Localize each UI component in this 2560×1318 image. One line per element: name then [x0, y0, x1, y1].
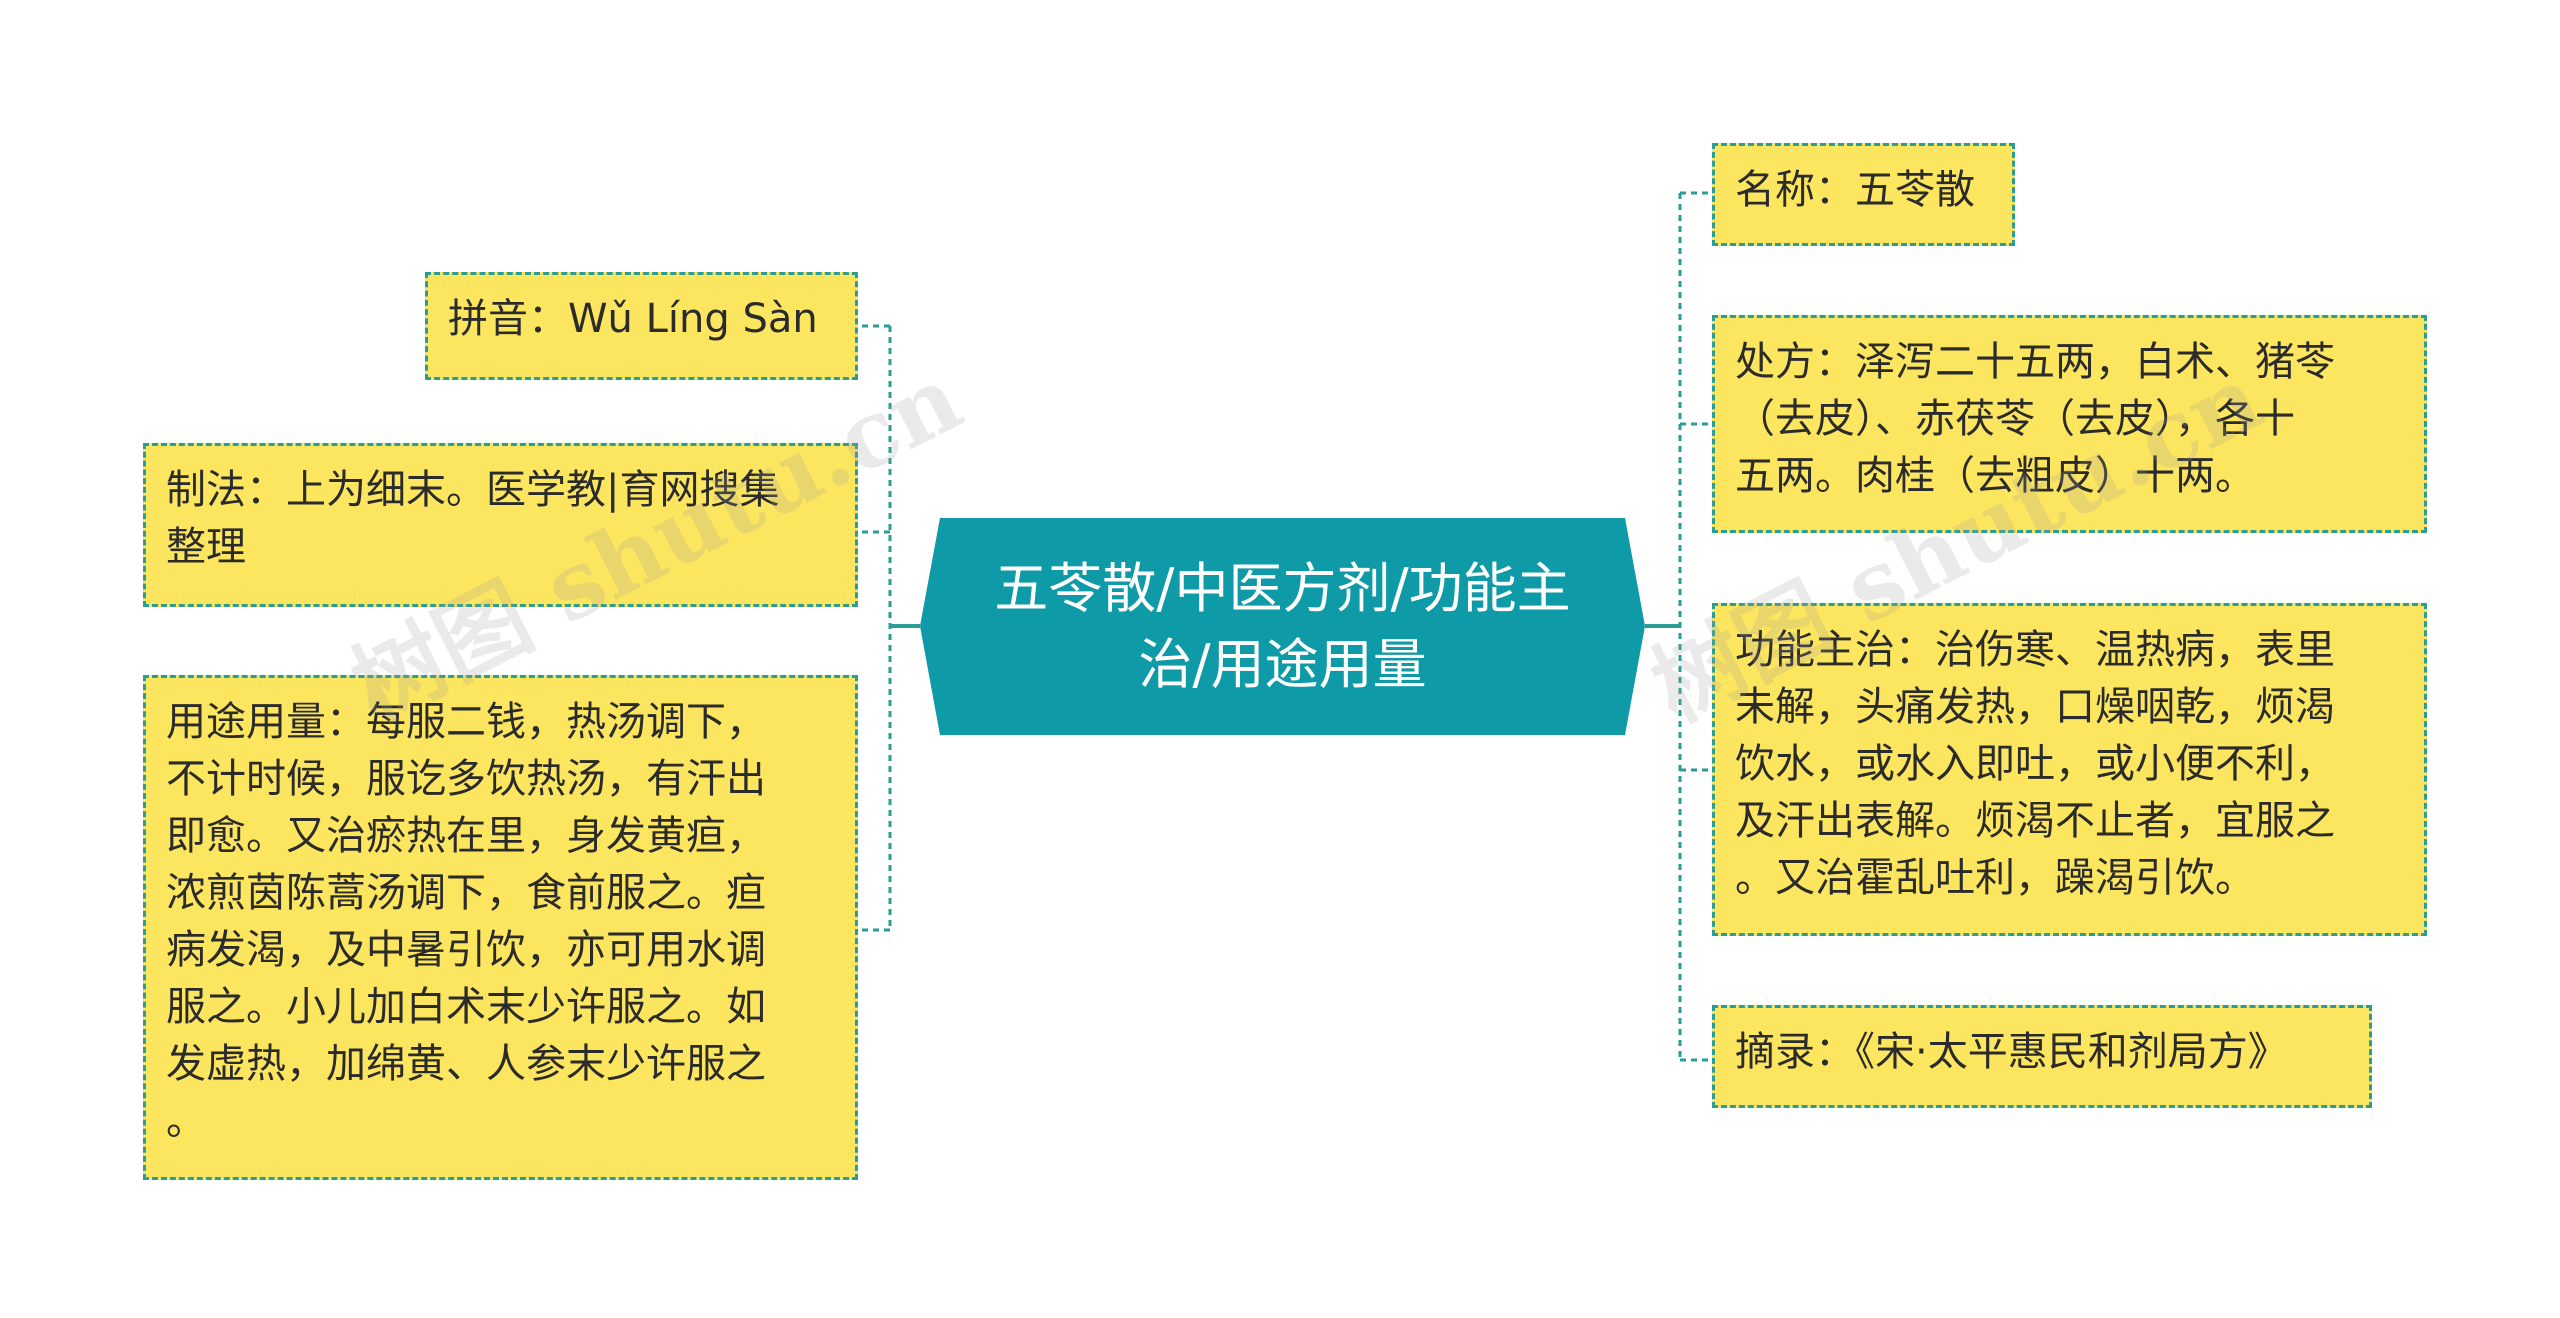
node-yongtu-line: 。	[166, 1098, 206, 1144]
node-zhifa-line: 制法：上为细末。医学教|育网搜集	[166, 467, 780, 513]
node-gongneng-line: 及汗出表解。烦渴不止者，宜服之	[1735, 798, 2335, 844]
node-yongtu-line: 用途用量：每服二钱，热汤调下，	[166, 699, 766, 745]
node-chufang-line: 五两。肉桂（去粗皮）十两。	[1735, 453, 2255, 499]
node-gongneng-line: 。又治霍乱吐利，躁渴引饮。	[1735, 855, 2255, 901]
node-yongtu-line: 浓煎茵陈蒿汤调下，食前服之。疸	[166, 870, 766, 916]
central-topic[interactable]: 五苓散/中医方剂/功能主 治/用途用量	[920, 518, 1645, 735]
node-chufang-line: （去皮）、赤茯苓（去皮），各十	[1735, 396, 2295, 442]
central-topic-text: 五苓散/中医方剂/功能主 治/用途用量	[960, 518, 1605, 735]
node-chufang-line: 处方：泽泻二十五两，白术、猪苓	[1735, 339, 2335, 385]
node-yongtu-line: 不计时候，服讫多饮热汤，有汗出	[166, 756, 766, 802]
central-topic-line-1: 五苓散/中医方剂/功能主	[994, 556, 1571, 620]
node-yongtu-line: 病发渴，及中暑引饮，亦可用水调	[166, 927, 766, 973]
node-pinyin[interactable]: 拼音：Wǔ Líng Sàn	[425, 272, 858, 380]
node-yongtu[interactable]: 用途用量：每服二钱，热汤调下， 不计时候，服讫多饮热汤，有汗出 即愈。又治瘀热在…	[143, 675, 858, 1180]
node-zhifa[interactable]: 制法：上为细末。医学教|育网搜集 整理	[143, 443, 858, 607]
central-topic-line-2: 治/用途用量	[1138, 632, 1427, 696]
node-zhailu-line: 摘录：《宋·太平惠民和剂局方》	[1735, 1029, 2288, 1075]
node-chufang[interactable]: 处方：泽泻二十五两，白术、猪苓 （去皮）、赤茯苓（去皮），各十 五两。肉桂（去粗…	[1712, 315, 2427, 533]
node-yongtu-line: 发虚热，加绵黄、人参末少许服之	[166, 1041, 766, 1087]
node-yongtu-line: 服之。小儿加白术末少许服之。如	[166, 984, 766, 1030]
node-pinyin-line: 拼音：Wǔ Líng Sàn	[448, 296, 818, 342]
node-gongneng[interactable]: 功能主治：治伤寒、温热病，表里 未解，头痛发热，口燥咽乾，烦渴 饮水，或水入即吐…	[1712, 603, 2427, 936]
node-zhailu[interactable]: 摘录：《宋·太平惠民和剂局方》	[1712, 1005, 2372, 1108]
node-gongneng-line: 饮水，或水入即吐，或小便不利，	[1735, 741, 2335, 787]
node-mingcheng-line: 名称：五苓散	[1735, 167, 1975, 213]
node-zhifa-line: 整理	[166, 524, 246, 570]
central-topic-shape	[920, 518, 1645, 735]
node-gongneng-line: 功能主治：治伤寒、温热病，表里	[1735, 627, 2335, 673]
node-mingcheng[interactable]: 名称：五苓散	[1712, 143, 2015, 246]
node-yongtu-line: 即愈。又治瘀热在里，身发黄疸，	[166, 813, 766, 859]
node-gongneng-line: 未解，头痛发热，口燥咽乾，烦渴	[1735, 684, 2335, 730]
